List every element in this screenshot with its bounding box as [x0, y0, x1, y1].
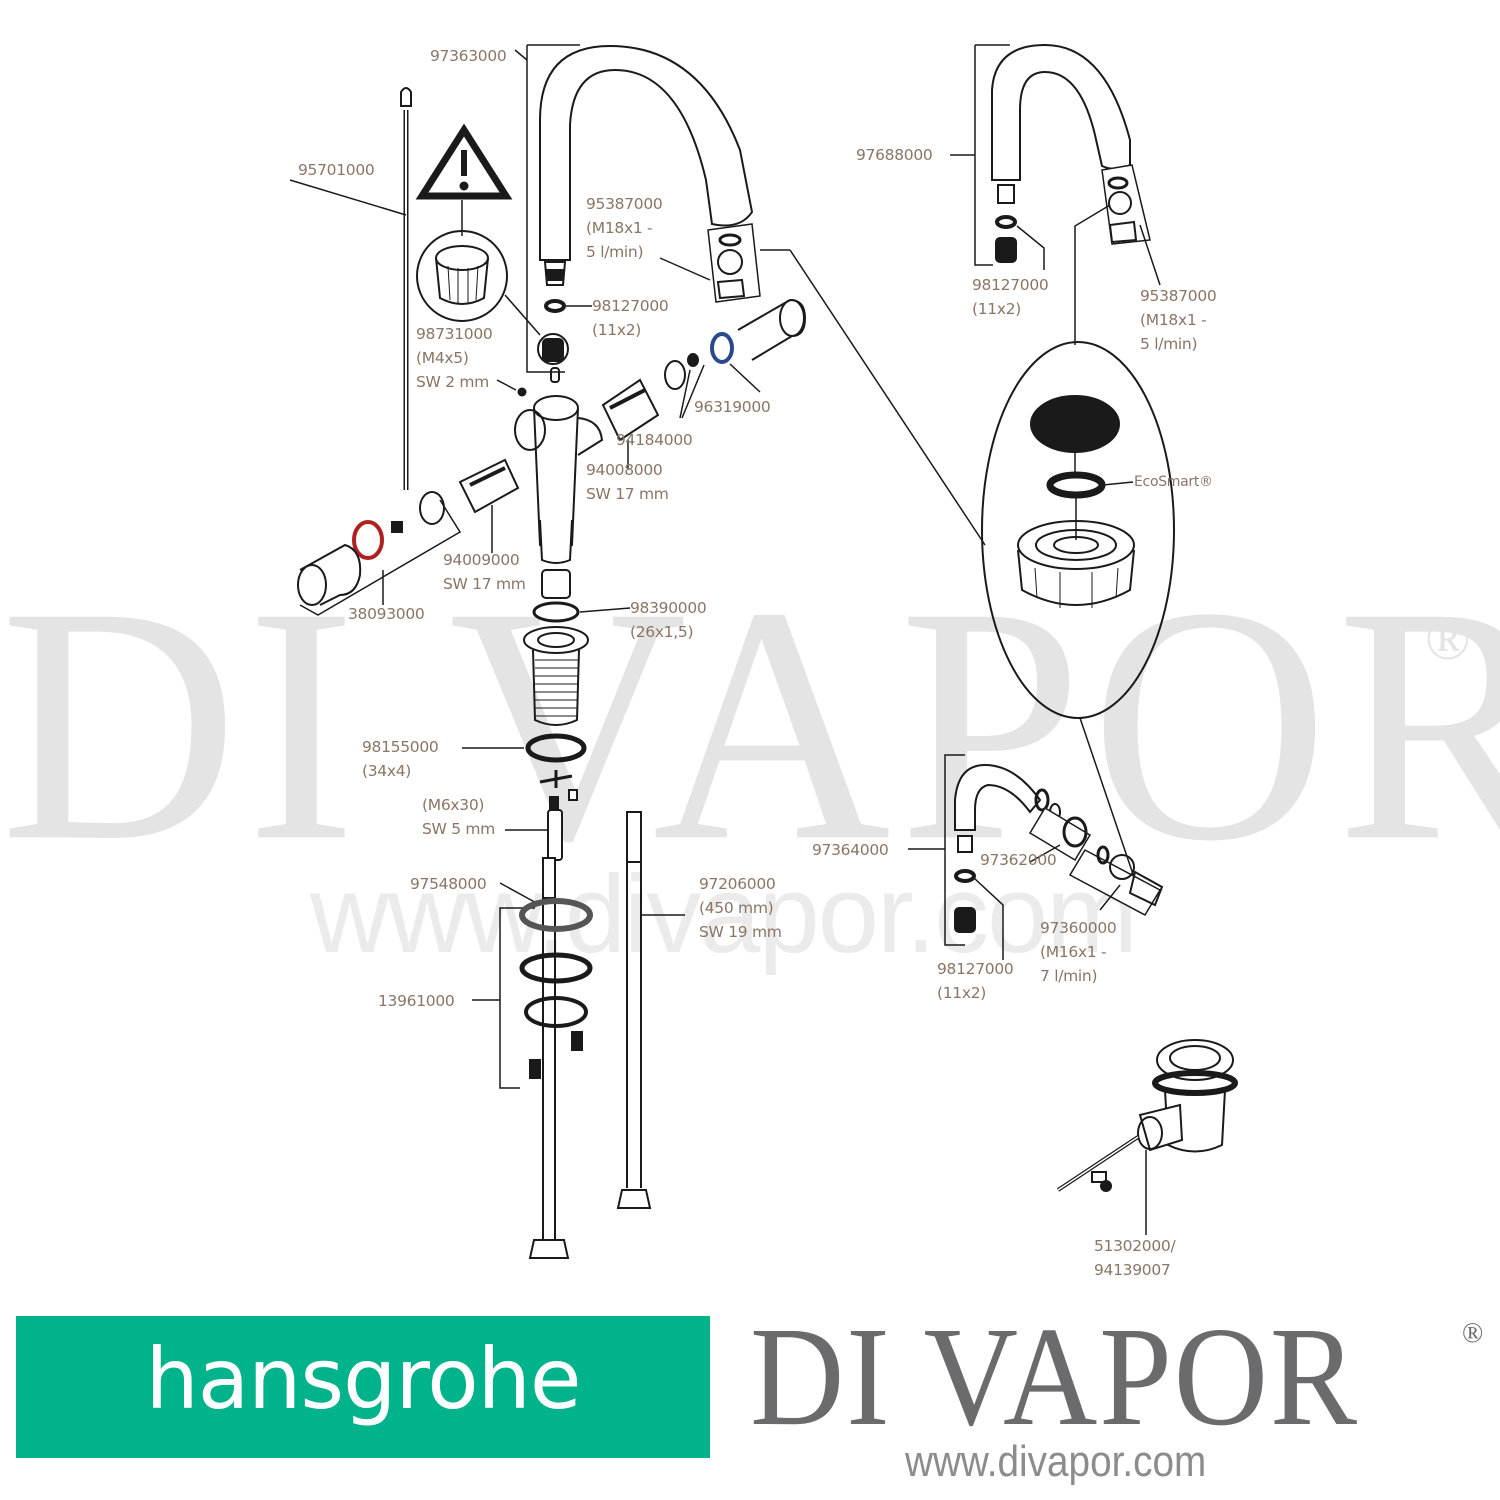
insert-magnified-98731000	[416, 230, 569, 365]
divapor-registered-mark: ®	[1462, 1318, 1484, 1349]
ecosmart-label: EcoSmart®	[1134, 474, 1213, 490]
part-label-98127000: 98127000 (11x2)	[592, 297, 669, 339]
cartridge-94009000	[297, 458, 520, 616]
part-label-94008000: 94008000 SW 17 mm	[586, 461, 669, 503]
part-label-98731000: 98731000 (M4x5) SW 2 mm	[416, 325, 493, 391]
part-label-97364000: 97364000	[812, 841, 889, 859]
part-label-98127000-spout: 98127000 (11x2)	[937, 960, 1014, 1002]
threaded-shank	[462, 569, 631, 861]
lift-rod-95701000	[289, 87, 412, 490]
part-label-97363000: 97363000	[430, 47, 507, 65]
part-label-13961000: 13961000	[378, 992, 455, 1010]
part-label-95701000: 95701000	[298, 161, 375, 179]
part-label-97206000: 97206000 (450 mm) SW 19 mm	[699, 875, 782, 941]
exploded-parts-diagram	[289, 43, 1238, 1259]
part-label-95387000: 95387000 (M18x1 - 5 l/min)	[586, 195, 663, 261]
spout-97363000	[514, 44, 754, 373]
part-label-51302000: 51302000/ 94139007	[1094, 1237, 1176, 1279]
supply-hoses	[499, 811, 685, 1259]
spout-97688000	[950, 43, 1161, 345]
part-label-98127000-alt: 98127000 (11x2)	[972, 276, 1049, 318]
part-label-97688000: 97688000	[856, 146, 933, 164]
part-label-94009000: 94009000 SW 17 mm	[443, 551, 526, 593]
warning-icon	[415, 123, 513, 236]
hansgrohe-logo-text: hansgrohe	[145, 1330, 581, 1428]
part-label-96319000: 96319000	[694, 398, 771, 416]
ecosmart-aerator-magnified	[981, 341, 1175, 881]
cartridge-94008000	[601, 298, 807, 470]
divapor-logo: DI VAPOR	[750, 1297, 1359, 1455]
hansgrohe-logo: hansgrohe	[16, 1316, 710, 1458]
part-label-m6x30-screw: (M6x30) SW 5 mm	[422, 796, 495, 838]
mixer-body	[496, 367, 604, 564]
part-label-95387000-alt: 95387000 (M18x1 - 5 l/min)	[1140, 287, 1217, 353]
part-label-97360000: 97360000 (M16x1 - 7 l/min)	[1040, 919, 1117, 985]
divapor-url: www.divapor.com	[905, 1437, 1207, 1486]
part-label-98390000: 98390000 (26x1,5)	[630, 599, 707, 641]
part-label-97362000: 97362000	[980, 851, 1057, 869]
part-label-98155000: 98155000 (34x4)	[362, 738, 439, 780]
aerator-95387000	[659, 223, 986, 546]
fixing-set-13961000	[472, 898, 593, 1089]
part-label-38093000: 38093000	[348, 605, 425, 623]
pop-up-waste-51302000	[1056, 1039, 1238, 1235]
part-label-97548000: 97548000	[410, 875, 487, 893]
spout-97364000	[908, 754, 1164, 960]
part-label-94184000: 94184000	[616, 431, 693, 449]
